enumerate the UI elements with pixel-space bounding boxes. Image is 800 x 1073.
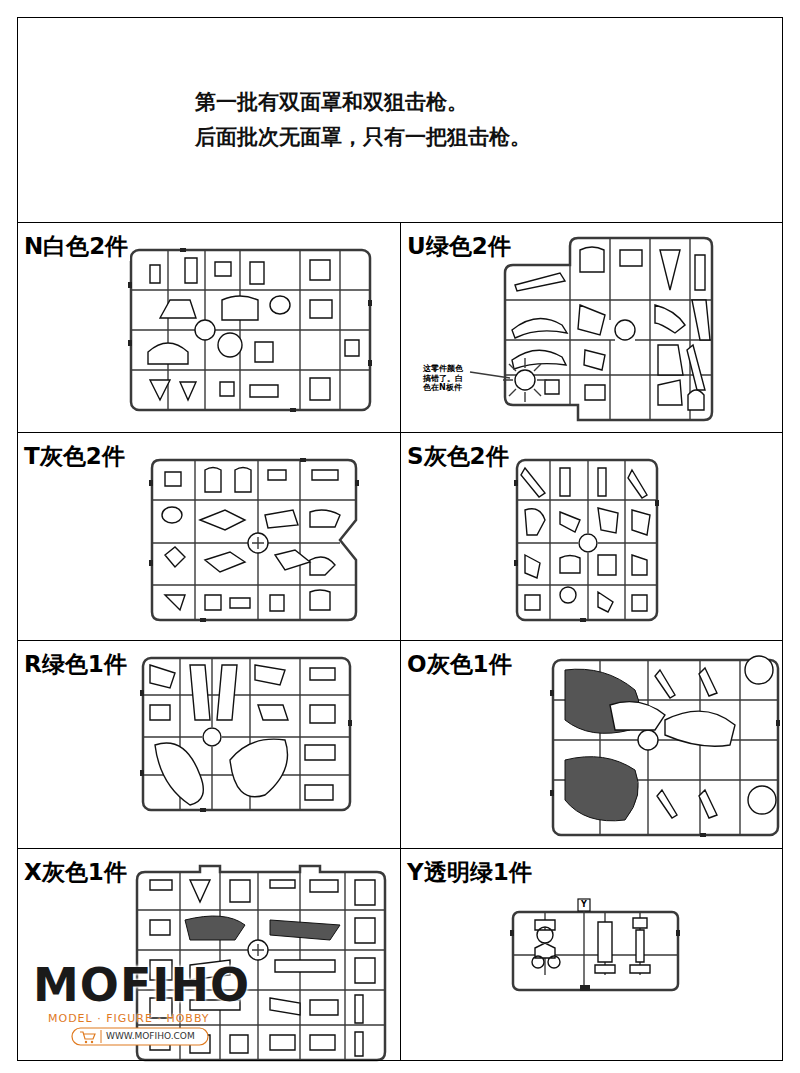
runner-drawing (514, 480, 659, 622)
runner-heading: T灰色2件 (24, 443, 127, 471)
runner-drawing (165, 547, 335, 575)
runner-drawing (150, 880, 375, 905)
runner-drawing (521, 468, 647, 498)
runner-s (514, 460, 659, 622)
runner-drawing (140, 690, 352, 812)
runner-drawing (248, 533, 268, 553)
runner-drawing (610, 702, 735, 747)
runner-drawing (152, 460, 356, 620)
runner-cell: Y透明绿1件 (400, 848, 783, 1061)
runner-drawing (149, 458, 359, 622)
runner-drawing (203, 728, 221, 746)
runner-drawing (185, 916, 340, 940)
runner-drawing (512, 300, 710, 340)
watermark-logo: MOFIHO (33, 962, 250, 1008)
runner-heading: U绿色2件 (407, 233, 513, 261)
runner-y (510, 899, 680, 991)
runner-drawing (655, 656, 773, 698)
runner-drawing (525, 555, 647, 578)
runner-drawing (131, 250, 370, 410)
runner-drawing (252, 537, 264, 549)
runner-heading: O灰色1件 (407, 651, 514, 679)
runner-o (550, 656, 780, 837)
callout-note: 这零件颜色搞错了。白色在N板件 (423, 364, 469, 393)
runner-heading: R绿色1件 (24, 651, 129, 679)
watermark-tagline: MODEL · FIGURE · HOBBY (48, 1013, 210, 1024)
runner-heading: X灰色1件 (24, 859, 129, 887)
runner-drawing (595, 918, 650, 973)
runner-drawing (91, 1041, 93, 1043)
runner-drawing (148, 333, 359, 364)
runner-drawing (143, 658, 350, 810)
runner-drawing (513, 912, 678, 990)
runner-drawing (160, 296, 332, 320)
runner-drawing (532, 920, 560, 968)
runner-drawing (128, 248, 372, 412)
runner-drawing (517, 460, 657, 620)
runner-drawing (155, 739, 288, 805)
runner-drawing (150, 378, 330, 400)
runner-heading: Y透明绿1件 (407, 859, 534, 887)
runner-drawing (80, 1032, 95, 1039)
runner-t (149, 458, 359, 622)
runner-drawing (101, 1030, 102, 1043)
runner-cell: U绿色2件 (400, 222, 783, 433)
runner-drawing (195, 320, 215, 340)
runner-drawing (615, 320, 635, 340)
runner-drawing (565, 669, 639, 821)
runner-drawing (150, 665, 335, 720)
runner-u (470, 238, 712, 420)
runner-drawing (150, 258, 330, 284)
runner-n (128, 248, 372, 412)
watermark-marks (72, 1028, 208, 1045)
runner-drawing (85, 1041, 87, 1043)
runner-drawing (657, 786, 776, 818)
runner-drawing (638, 730, 658, 750)
runner-drawing (72, 1028, 208, 1045)
runner-drawing (305, 745, 335, 800)
runner-drawing (143, 658, 350, 810)
note-text: 后面批次无面罩，只有一把狙击枪。 (195, 120, 782, 155)
runner-drawing (470, 372, 510, 378)
runner-drawing (513, 911, 678, 990)
runner-drawing (503, 358, 547, 402)
runner-r (140, 658, 352, 812)
runner-cell: R绿色1件 (17, 640, 401, 849)
runner-drawing (150, 705, 335, 723)
runner-drawing (515, 247, 705, 291)
runner-drawing (165, 590, 330, 611)
watermark-url: WWW.MOFIHO.COM (106, 1032, 195, 1041)
runner-cell: N白色2件 (17, 222, 401, 433)
runner-drawing (578, 899, 590, 911)
runner-drawing (510, 930, 680, 991)
runner-drawing (131, 250, 370, 410)
note-box: 第一批有双面罩和双狙击枪。后面批次无面罩，只有一把狙击枪。 (17, 17, 783, 223)
runner-drawing (252, 944, 264, 956)
runner-drawing (550, 690, 780, 837)
runner-drawing (152, 460, 356, 620)
runner-drawing (248, 940, 268, 960)
runner-cell: T灰色2件 (17, 432, 401, 641)
runner-drawing (162, 507, 340, 530)
note-text: 第一批有双面罩和双狙击枪。 (195, 85, 782, 120)
runner-tag: Y (581, 901, 587, 909)
runner-drawing (505, 238, 712, 420)
runner-drawing (165, 468, 338, 493)
runner-drawing (579, 534, 597, 552)
runner-drawing (525, 587, 647, 612)
runner-heading: S灰色2件 (407, 443, 511, 471)
runner-drawing (517, 460, 657, 620)
runner-drawing (525, 508, 650, 535)
runner-heading: N白色2件 (24, 233, 130, 261)
runner-cell: X灰色1件 (17, 848, 401, 1061)
runner-cell: S灰色2件 (400, 432, 783, 641)
runner-drawing (515, 370, 704, 410)
runner-cell: O灰色1件 (400, 640, 783, 849)
runner-drawing (505, 238, 712, 420)
